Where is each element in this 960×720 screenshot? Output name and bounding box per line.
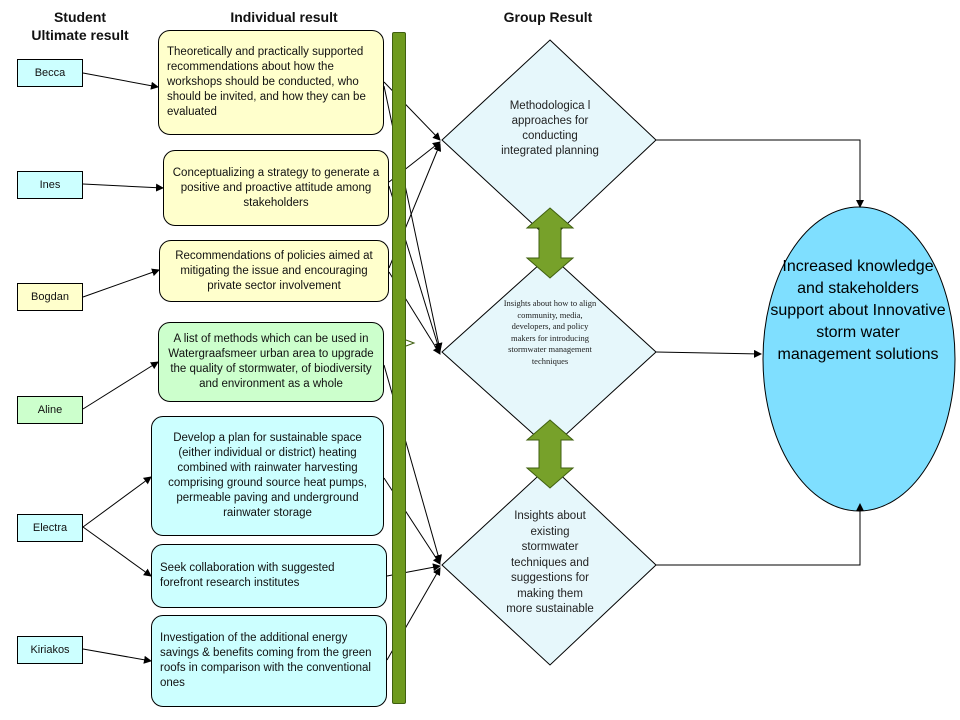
header-student: Student Ultimate result	[31, 9, 129, 43]
individual-result-5: Develop a plan for sustainable space (ei…	[151, 416, 384, 536]
individual-result-6: Seek collaboration with suggested forefr…	[151, 544, 387, 608]
group-result-1-text: Methodologica l approaches for conductin…	[501, 100, 599, 157]
arrow-electra-r5	[82, 476, 152, 528]
student-electra: Electra	[17, 514, 83, 542]
individual-result-4: A list of methods which can be used in W…	[158, 322, 384, 402]
individual-result-3-text: Recommendations of policies aimed at mit…	[175, 249, 373, 292]
group-result-2-text: Insights about how to align community, m…	[503, 298, 597, 366]
group-diamond-3	[441, 464, 657, 666]
group-result-3-text: Insights about existing stormwater techn…	[506, 510, 594, 615]
connector-g1-outcome	[656, 139, 864, 208]
individual-result-4-text: A list of methods which can be used in W…	[168, 333, 374, 390]
student-ines: Ines	[17, 171, 83, 199]
individual-result-5-text: Develop a plan for sustainable space (ei…	[168, 432, 367, 519]
connector-g3-outcome	[656, 503, 864, 566]
student-becca: Becca	[17, 59, 83, 87]
connector-g2-outcome	[655, 349, 762, 358]
individual-result-1-text: Theoretically and practically supported …	[167, 46, 366, 118]
individual-result-2-text: Conceptualizing a strategy to generate a…	[172, 166, 380, 209]
student-kiriakos: Kiriakos	[17, 636, 83, 664]
student-bogdan: Bogdan	[17, 283, 83, 311]
double-arrow-1	[525, 207, 575, 279]
arrow-becca-r1	[82, 72, 159, 90]
arrow-bogdan-r3	[82, 268, 160, 298]
individual-result-7-text: Investigation of the additional energy s…	[160, 632, 372, 689]
student-aline: Aline	[17, 396, 83, 424]
collection-bar	[392, 32, 406, 704]
individual-result-6-text: Seek collaboration with suggested forefr…	[160, 562, 335, 589]
arrow-kiriakos-r7	[82, 648, 152, 664]
arrow-electra-r6	[82, 526, 152, 577]
bar-bracket-mark	[405, 339, 416, 347]
individual-result-7: Investigation of the additional energy s…	[151, 615, 387, 707]
arrow-aline-r4	[82, 361, 159, 410]
individual-result-1: Theoretically and practically supported …	[158, 30, 384, 135]
header-individual: Individual result	[230, 9, 338, 25]
arrow-ines-r2	[82, 183, 164, 192]
individual-result-3: Recommendations of policies aimed at mit…	[159, 240, 389, 302]
outcome-text: Increased knowledge and stakeholders sup…	[770, 258, 946, 363]
double-arrow-2	[525, 419, 575, 489]
header-group: Group Result	[503, 9, 593, 25]
individual-result-2: Conceptualizing a strategy to generate a…	[163, 150, 389, 226]
